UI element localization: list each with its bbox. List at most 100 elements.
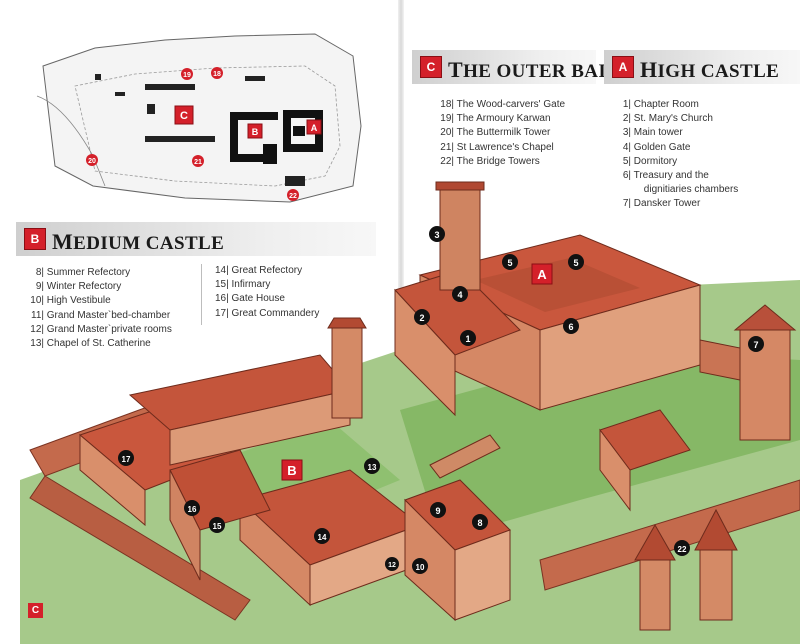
map-marker-21: 21 (192, 155, 204, 167)
buildings-outer (95, 74, 305, 186)
list-item: 14| Great Refectory (215, 265, 303, 276)
marker-13: 13 (364, 458, 380, 474)
marker-10: 10 (412, 558, 428, 574)
svg-text:6: 6 (568, 322, 573, 332)
marker-5-right: 5 (568, 254, 584, 270)
list-item: 11| Grand Master`bed-chamber (31, 309, 171, 321)
north-wing-wall (169, 389, 351, 466)
corner-section-badge: C (28, 603, 43, 618)
marker-17: 17 (118, 450, 134, 466)
list-item: 12| Grand Master`private rooms (30, 323, 172, 335)
marker-6: 6 (563, 318, 579, 334)
marker-14: 14 (314, 528, 330, 544)
section-title: MEDIUM CASTLE (52, 229, 225, 254)
great-commandery-wall (79, 433, 146, 527)
svg-text:17: 17 (122, 455, 131, 464)
high-castle-header: A HIGH CASTLE (604, 50, 800, 84)
section-letter-badge: A (612, 56, 634, 78)
zone-label-c: C (174, 105, 194, 125)
main-tower-crown (435, 181, 485, 191)
outer-wall-bottom (29, 475, 251, 621)
dansker-tower (739, 329, 791, 441)
svg-text:B: B (252, 127, 259, 137)
list-item: 18| The Wood-carvers' Gate (440, 99, 566, 110)
list-item: 10| High Vestibule (30, 295, 111, 307)
list-item: 22| The Bridge Towers (440, 155, 540, 167)
svg-text:5: 5 (507, 258, 512, 268)
svg-text:18: 18 (213, 71, 221, 78)
zone-label-b: B (247, 123, 263, 139)
marker-15: 15 (209, 517, 225, 533)
svg-text:B: B (287, 463, 296, 478)
bridge-tower-right (699, 549, 733, 621)
svg-text:1: 1 (465, 334, 470, 344)
outer-bailey-section: C THE OUTER BAILEY 18| The Wood-carvers'… (412, 50, 646, 169)
list-item: 16| Gate House (215, 293, 285, 305)
bridge-tower-right-roof (694, 508, 738, 551)
medium-castle-list-col2: 14| Great Refectory 15| Infirmary 16| Ga… (201, 264, 319, 325)
list-item: 17| Great Commandery (215, 307, 320, 319)
list-item: 15| Infirmary (215, 279, 271, 291)
site-plan-map: C B A 19 18 20 (35, 26, 375, 206)
svg-text:13: 13 (368, 463, 377, 472)
marker-2: 2 (414, 309, 430, 325)
connecting-bridge (429, 434, 501, 479)
list-item: 2| St. Mary's Church (622, 113, 713, 125)
list-item-continued: dignitiaries chambers (643, 184, 739, 196)
main-tower (439, 189, 481, 291)
map-marker-19: 19 (181, 68, 193, 80)
svg-text:A: A (537, 267, 547, 282)
outer-bailey-header: C THE OUTER BAILEY (412, 50, 646, 84)
list-item: 9| Winter Refectory (35, 281, 122, 293)
castle-illustration-svg: A B 3 5 5 4 2 6 1 7 17 13 16 15 14 9 8 1… (20, 181, 800, 644)
high-castle-section: A HIGH CASTLE 1| Chapter Room 2| St. Mar… (604, 50, 800, 212)
medium-castle-header: B MEDIUM CASTLE (16, 222, 376, 256)
bridge-tower-left (639, 559, 671, 631)
svg-text:14: 14 (318, 533, 327, 542)
castle-illustration: A B 3 5 5 4 2 6 1 7 17 13 16 15 14 9 8 1… (20, 180, 800, 644)
map-marker-22: 22 (287, 189, 299, 201)
svg-text:21: 21 (194, 159, 202, 166)
dansker-bridge (699, 339, 741, 381)
bridge-tower-left-roof (634, 523, 676, 561)
high-castle-courtyard (475, 258, 640, 312)
list-item: 8| Summer Refectory (35, 267, 131, 278)
map-marker-18: 18 (211, 67, 223, 79)
svg-text:20: 20 (88, 158, 96, 165)
list-item: 5| Dormitory (622, 155, 678, 167)
list-item: 4| Golden Gate (622, 141, 691, 153)
marker-5-left: 5 (502, 254, 518, 270)
marker-8: 8 (472, 514, 488, 530)
list-item: 3| Main tower (622, 127, 683, 139)
marker-7: 7 (748, 336, 764, 352)
chapel-tower-top (327, 317, 367, 329)
svg-text:15: 15 (213, 522, 222, 531)
zone-label-a: A (306, 119, 322, 135)
svg-text:19: 19 (183, 72, 191, 79)
list-item: 20| The Buttermilk Tower (440, 127, 551, 139)
svg-text:22: 22 (678, 545, 687, 554)
list-item: 1| Chapter Room (622, 99, 699, 110)
marker-22: 22 (674, 540, 690, 556)
section-title: THE OUTER BAILEY (448, 57, 647, 82)
outer-bailey-building-wall (599, 428, 631, 512)
svg-text:8: 8 (477, 518, 482, 528)
marker-9: 9 (430, 502, 446, 518)
marker-16: 16 (184, 500, 200, 516)
svg-text:5: 5 (573, 258, 578, 268)
outer-wall-outline (42, 33, 362, 203)
zone-badge-a: A (531, 263, 553, 285)
outer-wall-right (539, 479, 800, 591)
list-item: 13| Chapel of St. Catherine (30, 338, 151, 350)
svg-text:2: 2 (419, 313, 424, 323)
svg-text:16: 16 (188, 505, 197, 514)
medium-castle-list-col1: 8| Summer Refectory 9| Winter Refectory … (24, 266, 172, 351)
section-letter-badge: B (24, 228, 46, 250)
st-marys-church-wall (394, 288, 456, 417)
list-item: 21| St Lawrence's Chapel (440, 141, 554, 153)
section-title: HIGH CASTLE (640, 57, 780, 82)
list-item: 19| The Armoury Karwan (440, 113, 551, 125)
svg-text:A: A (311, 123, 318, 133)
marker-3: 3 (429, 226, 445, 242)
